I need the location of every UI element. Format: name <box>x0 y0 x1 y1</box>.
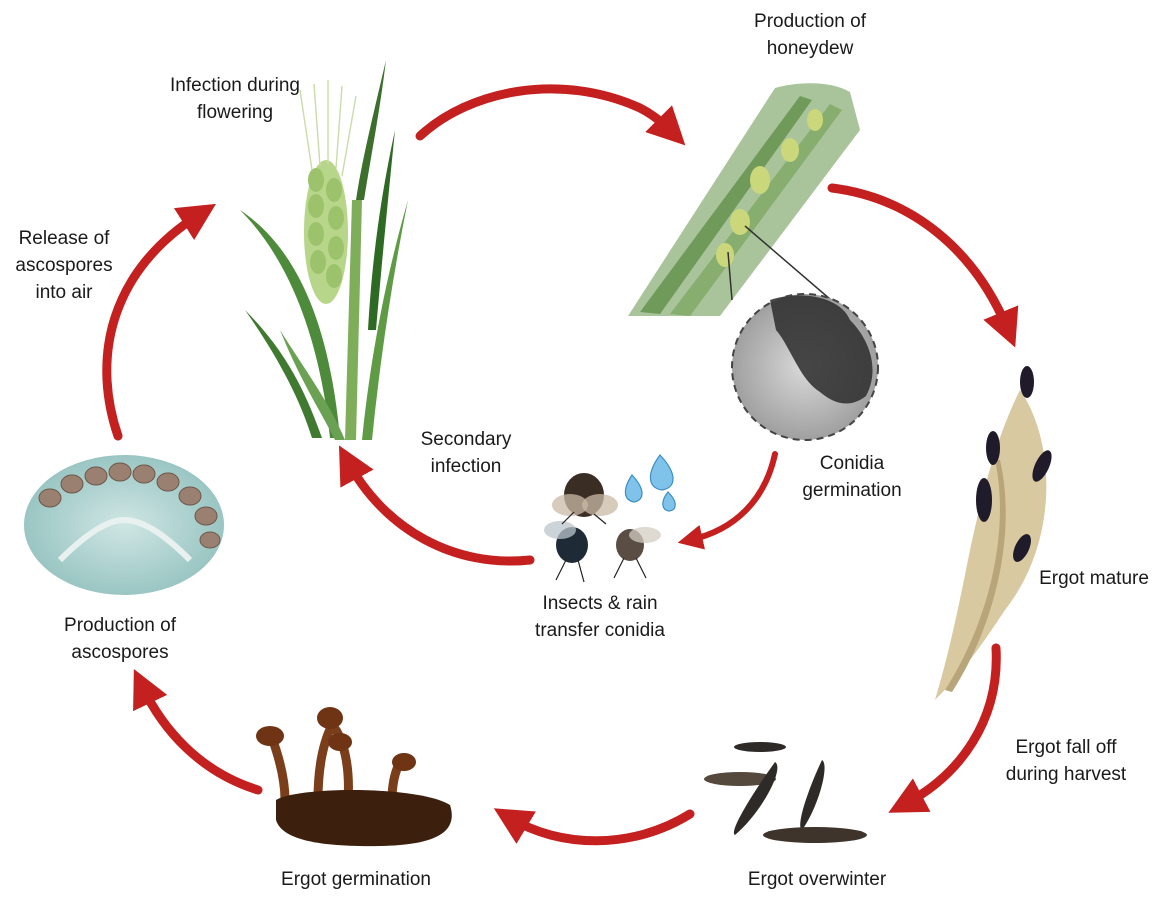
label-infection-flowering-line2: flowering <box>140 99 330 126</box>
arrow-flowering-to-honeydew <box>420 89 672 136</box>
label-ergot-germination-text: Ergot germination <box>256 866 456 893</box>
label-ergot-mature: Ergot mature <box>1024 565 1164 592</box>
label-ergot-mature-text: Ergot mature <box>1024 565 1164 592</box>
label-fall-off-line2: during harvest <box>988 761 1144 788</box>
label-insects-line2: transfer conidia <box>508 617 692 644</box>
conidia-micrograph-icon <box>732 294 878 440</box>
label-release-line3: into air <box>0 279 128 306</box>
label-conidia-line2: germination <box>790 477 914 504</box>
arrow-germination-to-ascospores <box>142 686 258 790</box>
label-production-ascospores: Production of ascospores <box>32 612 208 666</box>
label-honeydew-line2: honeydew <box>720 35 900 62</box>
label-honeydew-line1: Production of <box>720 8 900 35</box>
arrow-honeydew-to-mature <box>832 188 1008 330</box>
label-ergot-fall-off: Ergot fall off during harvest <box>988 734 1144 788</box>
insects-icon <box>544 473 661 582</box>
raindrops-icon <box>625 455 675 511</box>
label-fall-off-line1: Ergot fall off <box>988 734 1144 761</box>
label-release-ascospores: Release of ascospores into air <box>0 225 128 306</box>
ergot-germination-icon <box>256 707 452 846</box>
label-production-line1: Production of <box>32 612 208 639</box>
label-insects-rain: Insects & rain transfer conidia <box>508 590 692 644</box>
label-ergot-germination: Ergot germination <box>256 866 456 893</box>
label-release-line1: Release of <box>0 225 128 252</box>
arrow-overwinter-to-germination <box>510 814 690 841</box>
label-conidia-line1: Conidia <box>790 450 914 477</box>
label-honeydew: Production of honeydew <box>720 8 900 62</box>
label-infection-flowering: Infection during flowering <box>140 72 330 126</box>
ascospore-perithecium-icon <box>24 455 224 595</box>
label-release-line2: ascospores <box>0 252 128 279</box>
label-ergot-overwinter-text: Ergot overwinter <box>722 866 912 893</box>
label-insects-line1: Insects & rain <box>508 590 692 617</box>
arrow-conidia-to-insects <box>690 454 775 540</box>
ergot-sclerotia-icon <box>704 742 867 843</box>
label-secondary-infection: Secondary infection <box>396 426 536 480</box>
label-production-line2: ascospores <box>32 639 208 666</box>
label-secondary-line2: infection <box>396 453 536 480</box>
label-infection-flowering-line1: Infection during <box>140 72 330 99</box>
label-ergot-overwinter: Ergot overwinter <box>722 866 912 893</box>
label-secondary-line1: Secondary <box>396 426 536 453</box>
label-conidia-germination: Conidia germination <box>790 450 914 504</box>
